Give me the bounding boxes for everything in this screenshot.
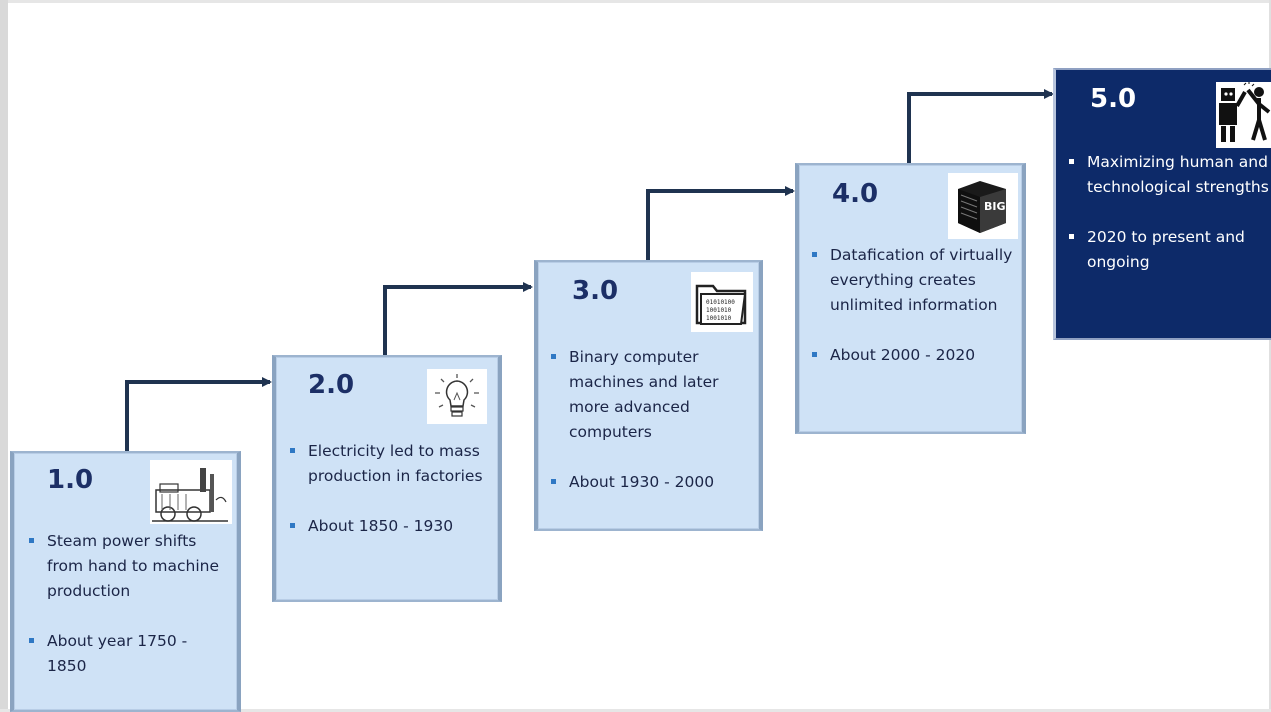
- stage-2-title: 2.0: [308, 370, 355, 400]
- stage-1-title: 1.0: [47, 465, 94, 495]
- big-data-label: BIG DATA: [984, 200, 1018, 213]
- arrow-3-to-4: [646, 186, 795, 262]
- stage-5-title: 5.0: [1090, 84, 1137, 114]
- light-bulb-icon: [427, 369, 487, 424]
- stage-1-bullets: Steam power shifts from hand to machine …: [25, 529, 230, 704]
- robot-human-high-five-icon: [1216, 82, 1271, 148]
- stage-5-bullets: Maximizing human and technological stren…: [1065, 150, 1271, 300]
- arrow-2-to-3: [383, 282, 533, 357]
- stage-2-bullets: Electricity led to mass production in fa…: [286, 439, 492, 564]
- stage-4-box: 4.0 BIG DATA Datafication of virtually e…: [795, 163, 1042, 434]
- stage-2-date-range: About 1850 - 1930: [286, 514, 492, 539]
- stage-4-title: 4.0: [832, 179, 879, 209]
- big-data-cube-icon: BIG DATA: [948, 173, 1042, 239]
- stage-3-bullets: Binary computer machines and later more …: [547, 345, 755, 520]
- stage-3-box: 3.0 01010100 1001010 1001010 Binary comp…: [534, 260, 763, 531]
- stage-5-box: 5.0 Maximizing human and technological s…: [1053, 68, 1271, 340]
- svg-text:01010100: 01010100: [706, 299, 735, 306]
- steam-engine-icon: [150, 460, 232, 524]
- stage-1-date-range: About year 1750 - 1850: [25, 629, 230, 679]
- binary-folder-icon: 01010100 1001010 1001010: [691, 272, 753, 332]
- stage-3-description: Binary computer machines and later more …: [547, 345, 755, 445]
- stage-1-box: 1.0 Steam power shifts from hand to mach…: [10, 451, 241, 712]
- svg-text:1001010: 1001010: [706, 307, 732, 314]
- arrow-4-to-5: [907, 89, 1054, 165]
- stage-3-title: 3.0: [572, 276, 619, 306]
- stage-4-bullets: Datafication of virtually everything cre…: [808, 243, 1020, 393]
- stage-1-description: Steam power shifts from hand to machine …: [25, 529, 230, 604]
- frame-top-edge: [0, 0, 1271, 3]
- arrow-1-to-2: [125, 377, 272, 452]
- stage-2-box: 2.0 Electricity led to mass production i…: [272, 355, 502, 602]
- stage-2-description: Electricity led to mass production in fa…: [286, 439, 492, 489]
- stage-4-description: Datafication of virtually everything cre…: [808, 243, 1020, 318]
- svg-text:1001010: 1001010: [706, 315, 732, 322]
- stage-5-date-range: 2020 to present and ongoing: [1065, 225, 1271, 275]
- stage-4-date-range: About 2000 - 2020: [808, 343, 1020, 368]
- frame-left-edge: [0, 0, 8, 712]
- frame-right-edge: [1269, 0, 1271, 712]
- stage-3-date-range: About 1930 - 2000: [547, 470, 755, 495]
- stage-5-description: Maximizing human and technological stren…: [1065, 150, 1271, 200]
- frame-bottom-edge: [0, 709, 1271, 712]
